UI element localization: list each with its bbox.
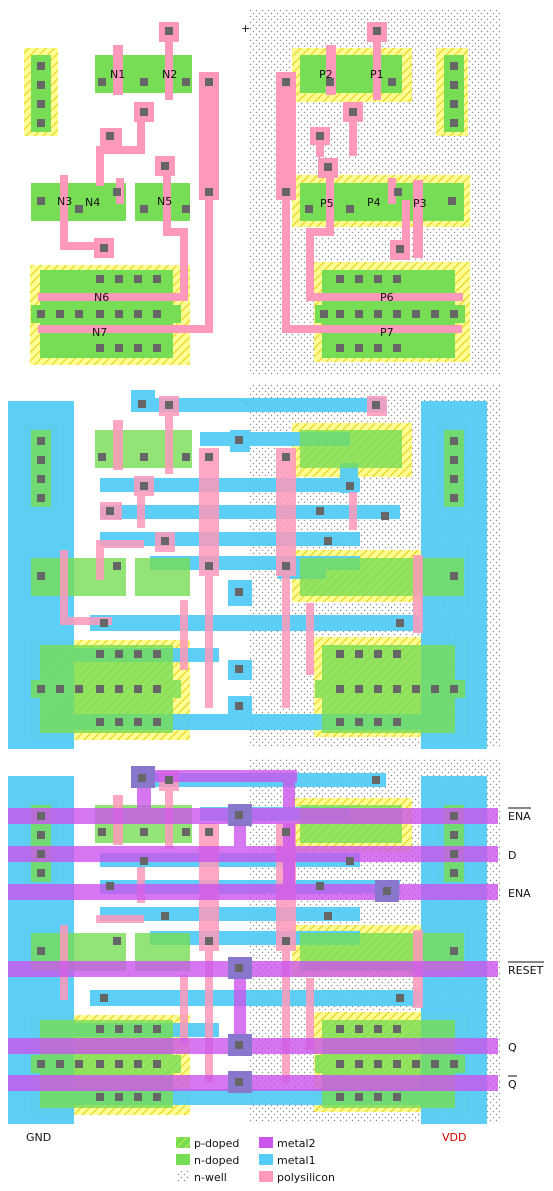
legend-swatch-n-well — [176, 1171, 190, 1182]
origin-cross: + — [241, 22, 250, 35]
legend-n-doped: n-doped — [194, 1154, 239, 1167]
gnd-label: GND — [26, 1131, 51, 1144]
label-n6: N6 — [94, 291, 109, 304]
label-n2: N2 — [162, 68, 177, 81]
legend-swatch-metal1 — [259, 1154, 273, 1165]
label-n7: N7 — [92, 326, 107, 339]
vdd-label: VDD — [442, 1131, 466, 1144]
label-n4: N4 — [85, 196, 100, 209]
label-p6: P6 — [380, 291, 394, 304]
pin-ena: ENA — [508, 887, 531, 900]
legend-polysilicon: polysilicon — [277, 1171, 335, 1184]
label-n1: N1 — [110, 68, 125, 81]
legend-swatch-polysilicon — [259, 1171, 273, 1182]
label-p2: P2 — [319, 68, 333, 81]
pin-reset-bar: RESET — [508, 964, 544, 977]
label-p5: P5 — [320, 197, 334, 210]
label-n5: N5 — [157, 195, 172, 208]
label-p7: P7 — [380, 326, 394, 339]
label-n3: N3 — [57, 195, 72, 208]
legend-swatch-n-doped — [176, 1154, 190, 1165]
panel-3: + — [8, 758, 544, 1124]
panel-1: + — [24, 10, 500, 375]
pin-d: D — [508, 849, 516, 862]
legend-swatch-metal2 — [259, 1137, 273, 1148]
legend-swatch-p-doped — [176, 1137, 190, 1148]
label-p4: P4 — [367, 196, 381, 209]
label-p1: P1 — [370, 68, 384, 81]
legend-p-doped: p-doped — [194, 1137, 239, 1150]
panel-2: + — [8, 383, 500, 749]
pin-q-bar: Q — [508, 1078, 517, 1091]
legend-n-well: n-well — [194, 1171, 227, 1184]
legend: p-doped n-doped n-well metal2 metal1 pol… — [176, 1137, 335, 1184]
legend-metal1: metal1 — [277, 1154, 316, 1167]
pin-q: Q — [508, 1041, 517, 1054]
pin-ena-bar: ENA — [508, 810, 531, 823]
label-p3: P3 — [413, 197, 427, 210]
legend-metal2: metal2 — [277, 1137, 316, 1150]
